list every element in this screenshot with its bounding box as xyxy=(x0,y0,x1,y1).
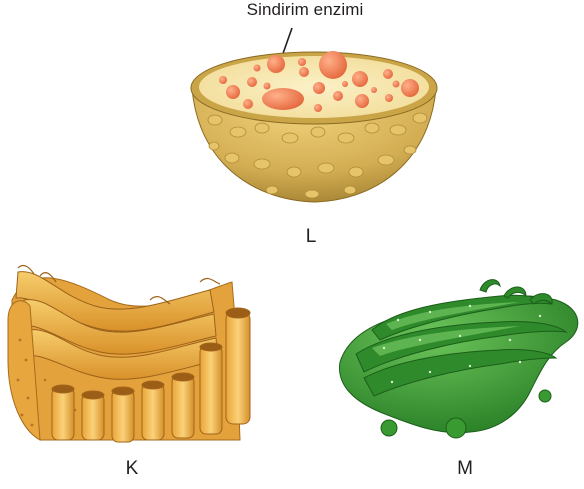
enzyme-label: Sindirim enzimi xyxy=(220,0,390,20)
label-L: L xyxy=(298,226,324,248)
endoplasmic-reticulum-icon xyxy=(8,266,250,442)
label-M: M xyxy=(452,458,478,480)
label-K: K xyxy=(119,458,145,480)
lysosome-icon xyxy=(191,51,437,202)
golgi-apparatus-icon xyxy=(339,280,577,438)
